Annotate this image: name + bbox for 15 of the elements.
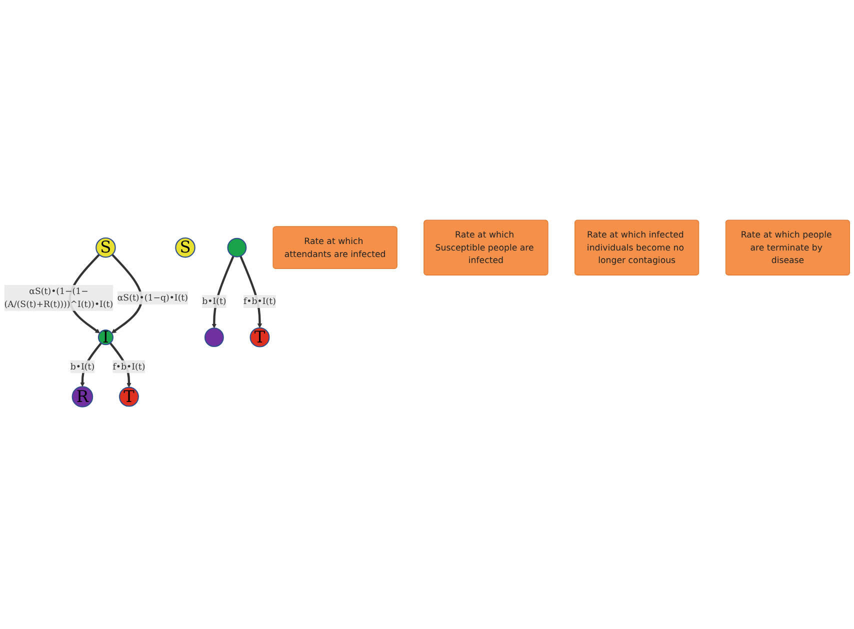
edge-label: b•I(t) (202, 296, 226, 306)
edge-label: αS(t)•(1−(1−(A/(S(t)+R(t))))^I(t))•I(t) (4, 286, 114, 310)
edge-label: αS(t)•(1−q)•I(t) (117, 292, 188, 303)
node-circle: S (96, 237, 116, 258)
node-circle: T (118, 386, 139, 407)
node-circle: S (175, 237, 196, 258)
arrow (111, 254, 143, 334)
edge-label: f•b•I(t) (243, 296, 276, 306)
node-circle (227, 238, 247, 258)
node-circle: T (250, 327, 270, 348)
node-circle: I (98, 330, 114, 346)
node-circle (204, 328, 224, 348)
edge-label: f•b•I(t) (112, 361, 146, 372)
node-circle: R (72, 386, 94, 408)
edge-label: b•I(t) (70, 361, 95, 372)
